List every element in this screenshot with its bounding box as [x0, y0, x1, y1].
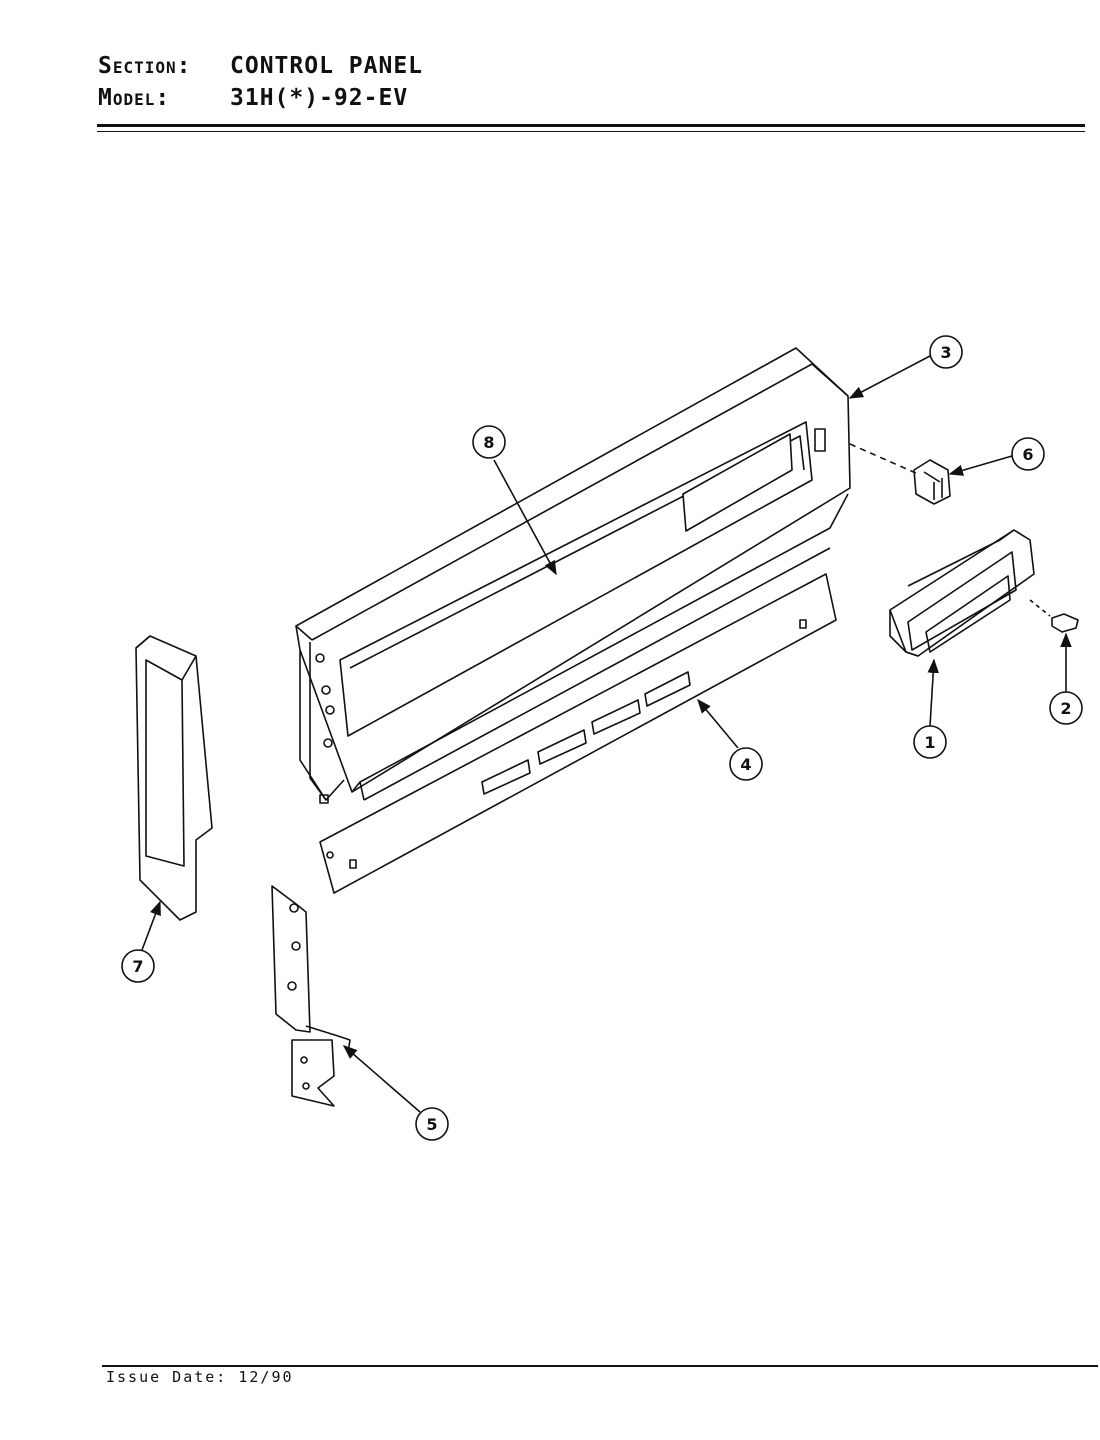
trim-strip-part [319, 573, 837, 894]
callout-7-label: 7 [132, 957, 143, 976]
end-trim-part [135, 635, 213, 921]
leader-6 [948, 455, 1013, 476]
callout-6: 6 [1011, 437, 1045, 471]
clock-module-part [889, 529, 1035, 657]
leader-1 [927, 658, 939, 727]
callout-3-label: 3 [940, 343, 951, 362]
header-rule-thin [97, 131, 1085, 132]
callout-1: 1 [913, 725, 947, 759]
bracket-part [271, 885, 351, 1107]
callout-4-label: 4 [740, 755, 751, 774]
callout-2: 2 [1049, 691, 1083, 725]
leader-5 [342, 1045, 421, 1113]
callout-4: 4 [729, 747, 763, 781]
dashed-knob [1029, 599, 1051, 617]
callout-2-label: 2 [1060, 699, 1071, 718]
callout-5-label: 5 [426, 1115, 437, 1134]
leader-8 [493, 459, 557, 576]
issue-date: Issue Date: 12/90 [106, 1368, 294, 1386]
leader-3 [848, 355, 931, 399]
leader-7 [141, 900, 161, 951]
section-label: Section: [98, 53, 192, 79]
footer-rule [102, 1365, 1098, 1367]
callout-7: 7 [121, 949, 155, 983]
section-title: CONTROL PANEL [230, 53, 424, 79]
leader-6-dashed [849, 443, 919, 475]
callout-6-label: 6 [1022, 445, 1033, 464]
header-rule-thick [97, 124, 1085, 127]
callout-8: 8 [472, 425, 506, 459]
leader-4 [697, 698, 739, 749]
model-number: 31H(*)-92-EV [230, 85, 409, 111]
section-line: Section: CONTROL PANEL [98, 50, 423, 82]
knob-part [1051, 613, 1079, 633]
callout-8-label: 8 [483, 433, 494, 452]
callout-3: 3 [929, 335, 963, 369]
model-line: Model: 31H(*)-92-EV [98, 82, 423, 114]
switch-part [913, 459, 951, 505]
page-header: Section: CONTROL PANEL Model: 31H(*)-92-EV [98, 50, 423, 114]
callout-1-label: 1 [924, 733, 935, 752]
model-label: Model: [98, 85, 171, 111]
callout-5: 5 [415, 1107, 449, 1141]
control-panel-part [295, 347, 851, 804]
